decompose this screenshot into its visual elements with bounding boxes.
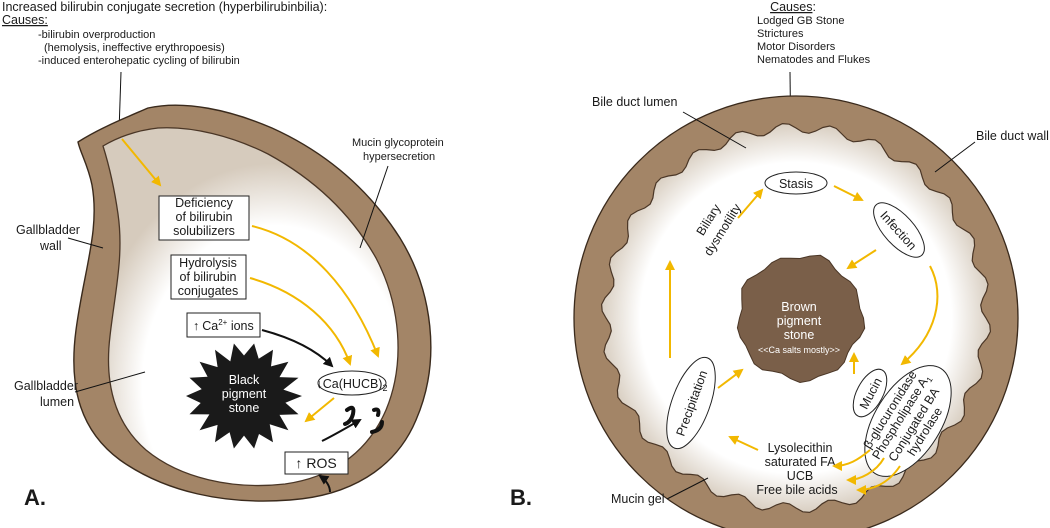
stasis-label: Stasis (779, 177, 813, 191)
mucin-hypersecretion-label-1: Mucin glycoprotein (352, 137, 444, 149)
cause-strictures: Strictures (757, 28, 804, 40)
gallbladder-wall-label-1: Gallbladder (16, 223, 80, 237)
solubilizer-line-2: of bilirubin (176, 210, 233, 224)
yellow-arrow (728, 435, 759, 451)
wall-leader-line (67, 237, 104, 249)
solubilizer-box (158, 195, 250, 241)
product-free-bile-acids: Free bile acids (756, 483, 837, 497)
yellow-arrow (737, 188, 764, 219)
cause-line-1: -bilirubin overproduction (38, 29, 155, 41)
bile-duct-wall-label: Bile duct wall (976, 129, 1049, 143)
panel-b: Causes: Lodged GB Stone Strictures Motor… (510, 0, 1049, 528)
enzymes-oval (864, 365, 952, 477)
hydrolysis-box (170, 254, 247, 300)
cause-line-2: (hemolysis, ineffective erythropoesis) (44, 42, 225, 54)
wall-leader-b (934, 141, 976, 173)
mucin-gel-label: Mucin gel (611, 492, 665, 506)
yellow-arrow (846, 457, 885, 485)
calcium-hucb-text: ↓Ca(HUCB)2 (317, 377, 388, 393)
hydrolysis-line-3: conjugates (178, 284, 238, 298)
black-stone-line-2: pigment (222, 387, 267, 401)
gallbladder-wall-label-2: wall (39, 239, 62, 253)
product-lysolecithin: Lysolecithin (768, 441, 833, 455)
cause-motor-disorders: Motor Disorders (757, 41, 836, 53)
yellow-arrow (251, 225, 380, 358)
hyperbilirubinbilia-title: Increased bilirubin conjugate secretion … (2, 0, 327, 14)
black-arrow (261, 329, 334, 368)
bile-duct-lumen-label: Bile duct lumen (592, 95, 678, 109)
yellow-arrow (304, 397, 335, 423)
panel-a-causes-label: Causes: (2, 13, 48, 27)
panel-a-letter: A. (24, 485, 46, 510)
pigment-particle (370, 420, 384, 434)
yellow-arrow (846, 249, 877, 270)
panel-a: Increased bilirubin conjugate secretion … (2, 0, 444, 510)
yellow-arrow (856, 465, 901, 495)
yellow-arrow (121, 138, 162, 187)
yellow-arrow (832, 449, 871, 471)
gallbladder-lumen-label-2: lumen (40, 395, 74, 409)
calcium-ions-box (186, 312, 261, 338)
yellow-arrow (900, 265, 939, 366)
brown-stone-note: <<Ca salts mostly>> (758, 345, 840, 355)
solubilizer-line-1: Deficiency (175, 196, 233, 210)
hydrolysis-line-1: Hydrolysis (179, 256, 237, 270)
mucin-leader-line (359, 165, 389, 249)
panel-b-letter: B. (510, 485, 532, 510)
yellow-arrow (833, 185, 864, 201)
gallbladder-lumen-label-1: Gallbladder (14, 379, 78, 393)
solubilizer-line-3: solubilizers (173, 224, 235, 238)
product-ucb: UCB (787, 469, 813, 483)
mucin-oval (852, 368, 888, 418)
black-pigment-stone (186, 343, 302, 449)
calcium-ions-text: ↑Ca2+ ions (193, 318, 254, 333)
stasis-oval (764, 171, 828, 195)
cause-line-3: -induced enterohepatic cycling of biliru… (38, 55, 240, 67)
infection-oval (873, 202, 925, 258)
ros-text: ↑ROS (295, 455, 336, 471)
pigment-particle (343, 405, 356, 426)
mucin-gel-leader (666, 477, 709, 500)
calcium-hucb-oval (317, 370, 387, 396)
black-arrow (321, 419, 362, 442)
ros-box (284, 451, 349, 475)
black-stone-line-3: stone (229, 401, 260, 415)
lumen-leader-b (682, 111, 747, 149)
black-stone-line-1: Black (229, 373, 260, 387)
panel-b-causes-label: Causes: (770, 0, 816, 14)
hydrolysis-line-2: of bilirubin (180, 270, 237, 284)
brown-pigment-stone (736, 254, 866, 384)
brown-stone-line-2: pigment (777, 314, 822, 328)
lumen-leader-line (74, 371, 146, 393)
black-arrow (318, 474, 331, 493)
product-saturated-fa: saturated FA (765, 455, 837, 469)
mucin-hypersecretion-label-2: hypersecretion (363, 151, 435, 163)
cause-nematodes-flukes: Nematodes and Flukes (757, 54, 871, 66)
pigment-particle (372, 407, 381, 417)
yellow-arrow (249, 277, 353, 366)
cause-lodged-stone: Lodged GB Stone (757, 15, 844, 27)
yellow-arrow (717, 368, 744, 389)
brown-stone-line-3: stone (784, 328, 815, 342)
brown-stone-line-1: Brown (781, 300, 816, 314)
precipitation-oval (666, 356, 716, 450)
